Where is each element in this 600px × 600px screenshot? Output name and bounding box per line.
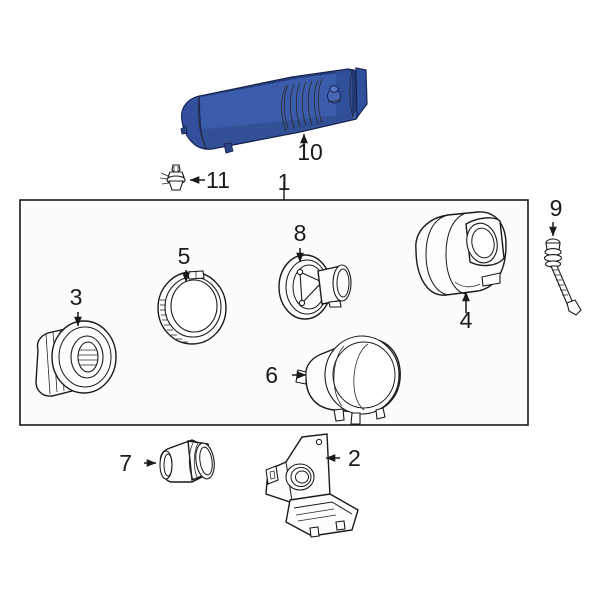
- callout-1-label: 1: [278, 169, 291, 195]
- part-4-air-cleaner-housing-cover[interactable]: 4: [415, 211, 507, 333]
- stud-washer-2: [543, 254, 563, 262]
- cap-mid-ring: [58, 326, 112, 388]
- pcv-valve-ridges: [159, 172, 170, 185]
- callout-5-label: 5: [178, 243, 191, 269]
- part-3-air-cleaner-cap[interactable]: 3: [35, 284, 117, 397]
- bracket-clip-left: [309, 526, 320, 538]
- callout-6-label: 6: [265, 362, 278, 388]
- cap-core: [77, 341, 99, 373]
- maf-sensor-plate: [299, 271, 323, 305]
- stud-shank: [550, 265, 574, 307]
- callout-4-label: 4: [460, 307, 473, 333]
- part-6-air-cleaner-body[interactable]: 6: [265, 335, 401, 425]
- duct-inlet-end: [181, 95, 207, 149]
- stud-tip: [566, 299, 582, 316]
- bracket-side-tab-hole: [269, 470, 276, 480]
- callout-10-label: 10: [297, 139, 323, 165]
- part-10-air-intake-duct[interactable]: 10: [176, 58, 372, 165]
- duct-outlet-lip: [355, 67, 368, 119]
- cover-mid-contour: [445, 212, 467, 295]
- body-shell-crease-2: [353, 343, 369, 411]
- inlet-tube-left-bore: [163, 453, 173, 477]
- body-foot-right: [375, 407, 386, 420]
- part-2-air-cleaner-bracket[interactable]: 2: [265, 433, 361, 538]
- callout-11-label: 11: [206, 167, 230, 193]
- callout-2-label: 2: [348, 445, 361, 471]
- bracket-boss-mid: [290, 467, 312, 487]
- part-8-mass-air-flow-sensor[interactable]: 8: [278, 220, 352, 320]
- bracket-boss-hole: [295, 470, 309, 484]
- duct-bellows-start: [281, 85, 287, 132]
- maf-screw-1: [296, 268, 304, 276]
- duct-tab-bottom: [223, 142, 234, 154]
- duct-tab-left: [180, 125, 188, 135]
- part-5-air-cleaner-clamp-ring[interactable]: 5: [157, 243, 227, 345]
- body-foot-left: [333, 408, 345, 422]
- cover-left-contour: [425, 214, 449, 296]
- part-9-air-cleaner-mounting-stud[interactable]: 9: [543, 195, 582, 316]
- body-mouth-inner: [332, 341, 396, 409]
- body-foot-center: [350, 412, 361, 425]
- bracket-boss-outer: [285, 463, 315, 491]
- pcv-valve-top: [171, 164, 181, 173]
- pcv-valve-stem-lines: [173, 166, 179, 172]
- duct-bellows-ribs: [283, 79, 319, 130]
- maf-snout-bore: [336, 268, 350, 298]
- stud-threads: [552, 269, 568, 296]
- maf-snout-tab: [328, 300, 342, 308]
- body-mouth-outer: [324, 335, 400, 415]
- clamp-inner: [170, 279, 218, 333]
- part-11-pcv-valve-grommet[interactable]: 11: [159, 164, 230, 193]
- duct-outlet-seam: [349, 69, 354, 118]
- clamp-serrations: [160, 299, 201, 345]
- cover-mount-tab: [481, 272, 501, 287]
- bracket-base-edge: [293, 501, 353, 515]
- callout-9-label: 9: [550, 195, 563, 221]
- pcv-valve-body: [168, 180, 184, 191]
- bracket-screw-hole: [315, 438, 323, 446]
- bracket-base-ribs: [295, 508, 337, 522]
- inlet-tube-ribs: [188, 442, 199, 480]
- maf-snout-opening: [332, 264, 352, 302]
- duct-bellows-end: [317, 78, 323, 124]
- cap-core-grille: [78, 349, 98, 366]
- callout-3-label: 3: [70, 284, 83, 310]
- callout-8-label: 8: [294, 220, 307, 246]
- body-shell-crease: [333, 345, 345, 407]
- bracket-side-tab: [265, 465, 279, 485]
- body-inlet-stub: [295, 369, 307, 385]
- part-7-air-inlet-tube[interactable]: 7: [119, 439, 216, 483]
- inlet-tube-right-bore: [199, 446, 213, 476]
- cover-outlet-bore: [471, 227, 495, 259]
- duct-inlet-seam: [197, 95, 207, 149]
- duct-fitting-detail: [327, 85, 342, 104]
- callout-7-label: 7: [119, 450, 132, 476]
- cover-outlet-opening: [466, 222, 498, 264]
- bracket-clip-right: [335, 520, 346, 531]
- cover-seam-line: [454, 281, 481, 288]
- maf-screw-3: [298, 299, 306, 307]
